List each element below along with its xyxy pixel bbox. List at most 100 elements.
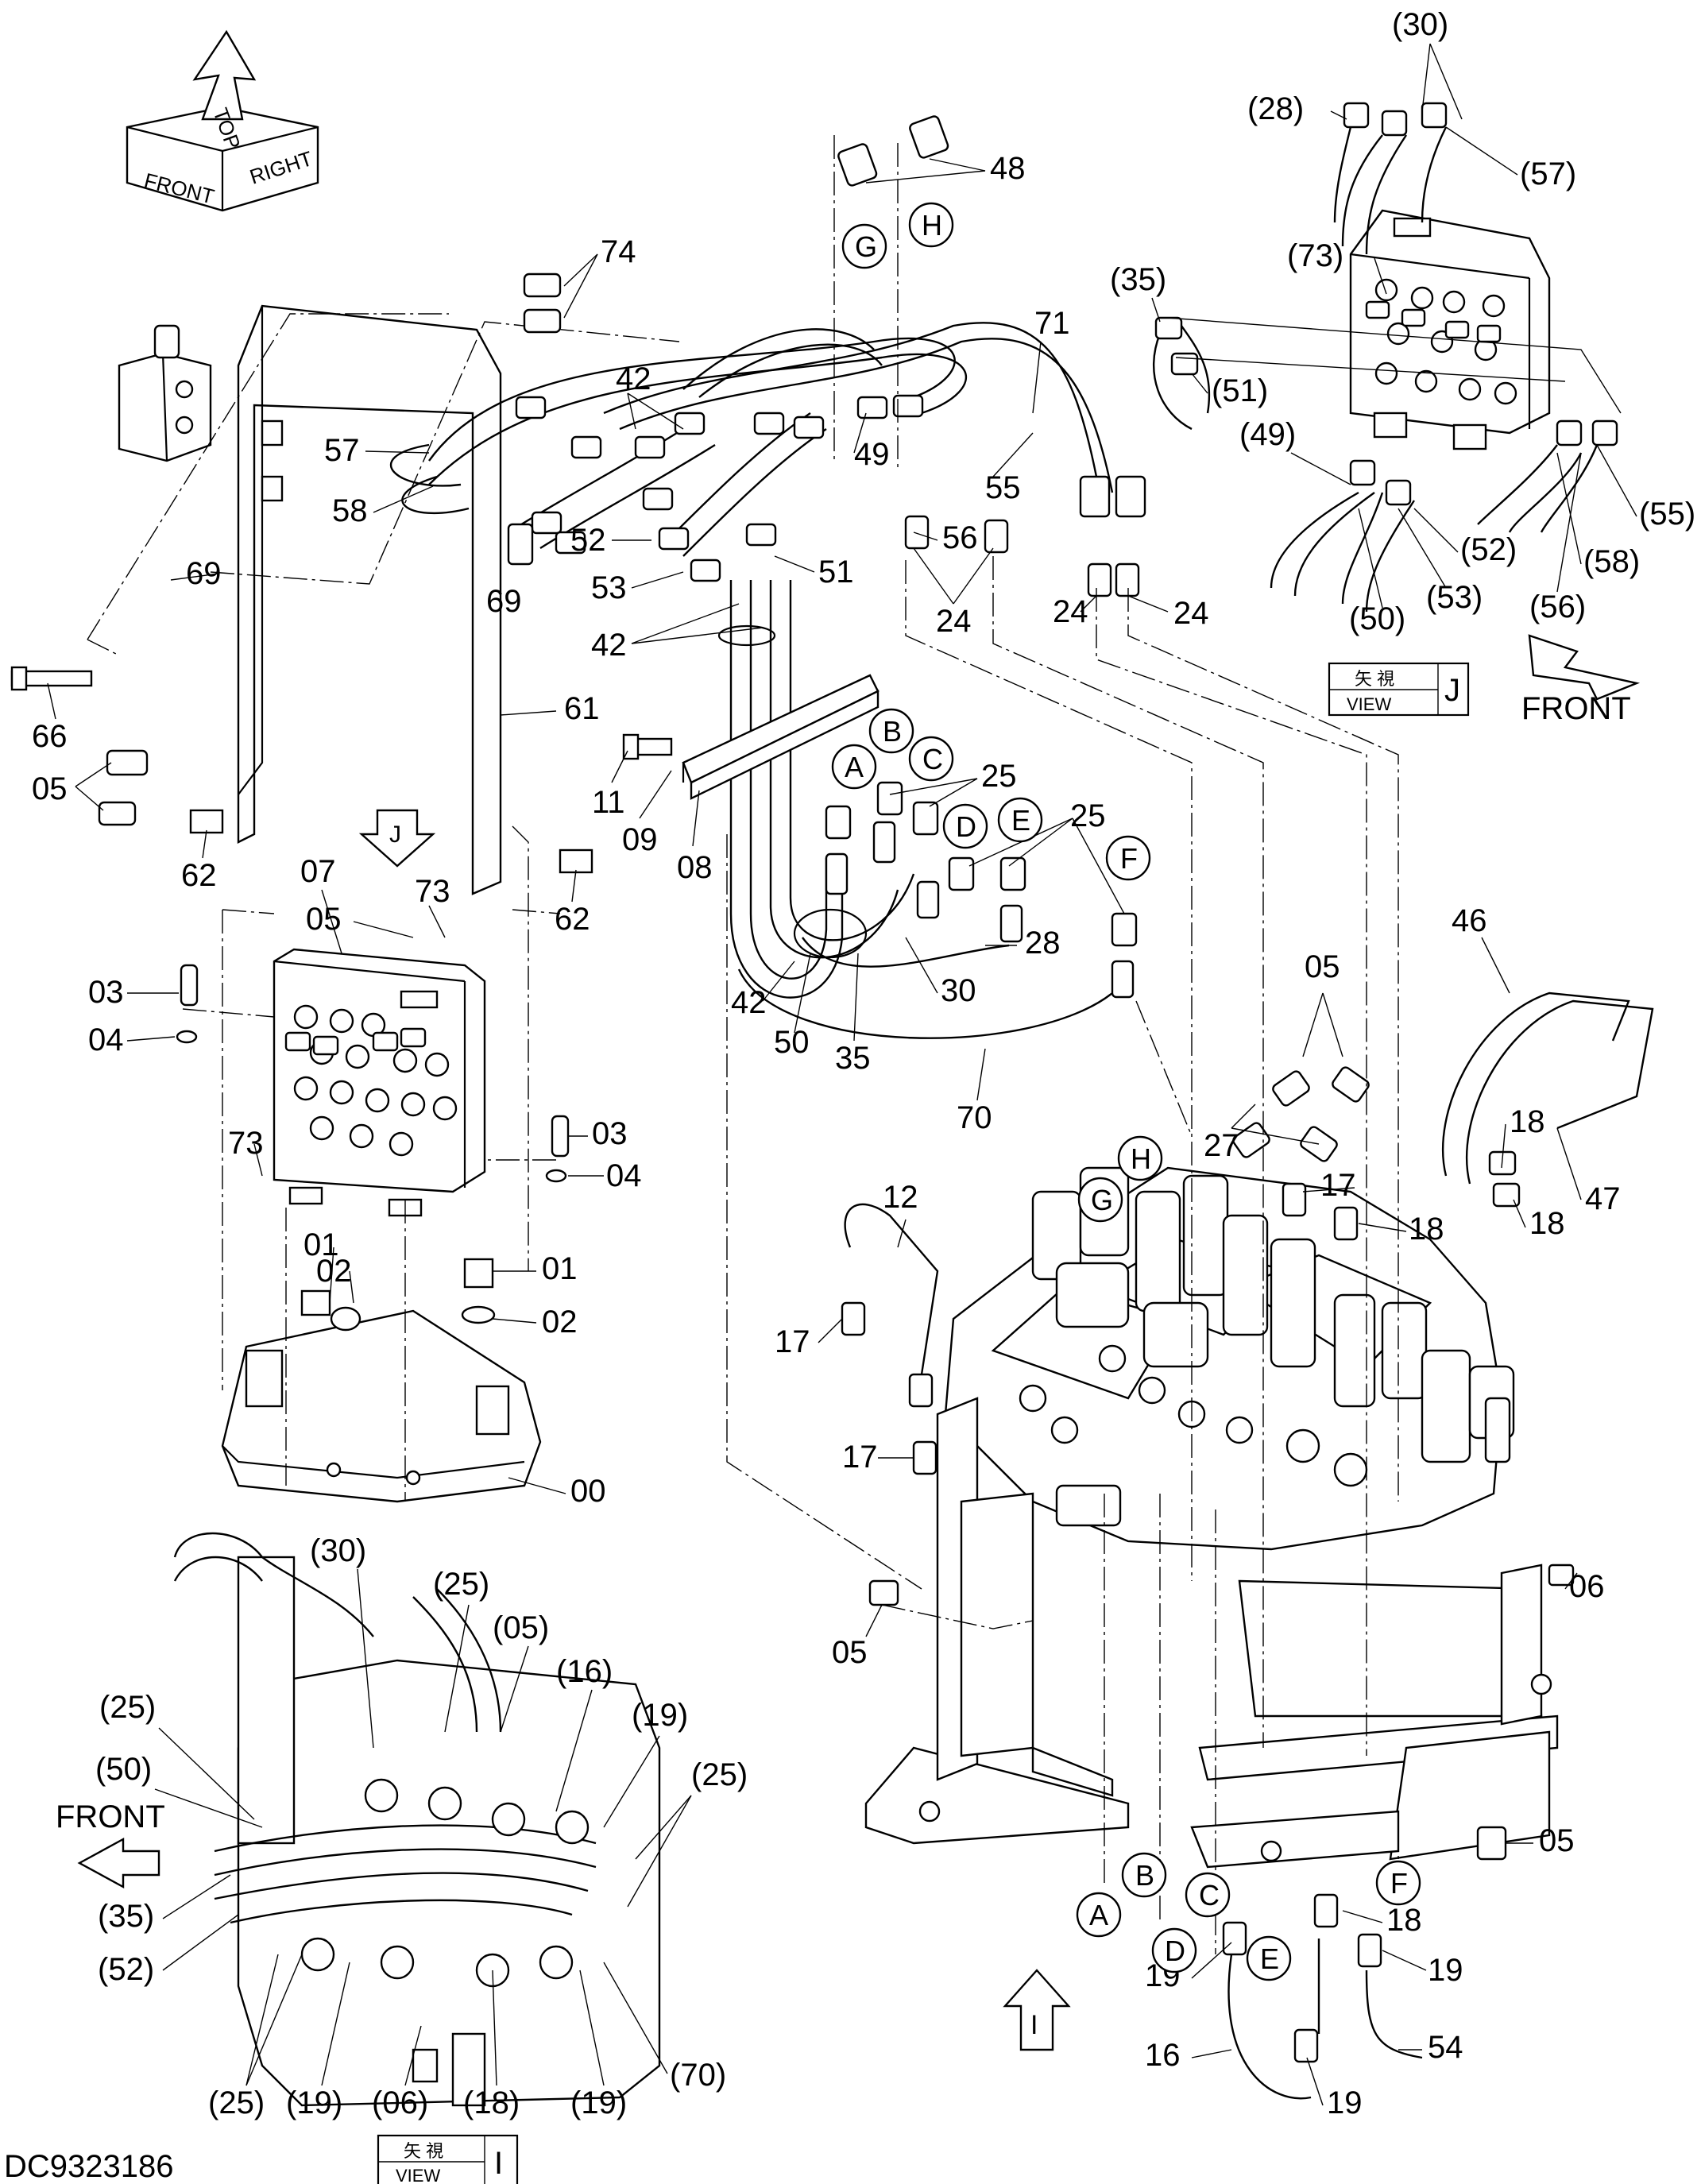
label-30: 30	[941, 973, 976, 1008]
view-j-label-50: (50)	[1349, 601, 1405, 636]
drawing-id: DC9323186	[4, 2149, 174, 2184]
view-i-label-70: (70)	[670, 2058, 726, 2093]
label-71: 71	[1034, 306, 1070, 341]
view-i-label-18: (18)	[463, 2085, 520, 2120]
label-24-b: 24	[1053, 594, 1088, 629]
view-marker-j: J	[358, 809, 436, 868]
label-03-left: 03	[88, 975, 124, 1010]
view-j-label-30: (30)	[1392, 7, 1448, 42]
label-73-bottom: 73	[228, 1126, 264, 1161]
view-i-box-view: VIEW	[396, 2166, 440, 2184]
view-j-box-view: VIEW	[1347, 694, 1391, 714]
pipe-bundle-vertical	[717, 580, 1113, 1039]
view-i-label-35: (35)	[98, 1899, 154, 1934]
view-j-box-letter: J	[1444, 673, 1460, 708]
view-i-box-kanji: 矢 視	[404, 2141, 443, 2161]
fittings-a-f	[825, 781, 1138, 999]
label-17-a: 17	[1320, 1168, 1356, 1203]
view-j-label-57: (57)	[1520, 157, 1576, 191]
view-i-leaders	[154, 1568, 692, 2086]
label-18-c: 18	[1529, 1206, 1565, 1241]
label-19-c: 19	[1327, 2085, 1363, 2120]
view-j-box: 矢 視 VIEW J	[1328, 662, 1470, 717]
label-27: 27	[1204, 1128, 1239, 1163]
label-05-upper-right: 05	[1305, 949, 1340, 984]
hose-bundle-top	[389, 322, 1114, 557]
circled-letters: G H B A C D E F H G A B C D E F	[831, 202, 1421, 1981]
label-07: 07	[300, 854, 336, 889]
view-j-label-73: (73)	[1287, 238, 1343, 273]
label-09: 09	[622, 822, 658, 857]
circle-letter-e-top: E	[1011, 804, 1030, 837]
view-i-label-25-b: (25)	[99, 1690, 156, 1725]
label-04-right: 04	[606, 1158, 642, 1193]
sensor-05-left	[98, 749, 149, 826]
label-35: 35	[835, 1041, 871, 1076]
label-69-mid: 69	[486, 584, 522, 619]
view-i-label-30: (30)	[310, 1533, 366, 1568]
view-j-label-49: (49)	[1239, 417, 1296, 452]
screws-03-04	[176, 964, 570, 1183]
view-j-label-53: (53)	[1426, 580, 1483, 615]
base-bracket-00	[221, 1309, 542, 1503]
view-j-label-52: (52)	[1460, 532, 1517, 567]
label-42-mid: 42	[591, 628, 627, 663]
screws-01-02	[300, 1258, 496, 1332]
bolt-66	[10, 666, 93, 691]
view-i-box-letter: I	[494, 2146, 503, 2181]
label-19-a: 19	[1428, 1953, 1463, 1988]
label-52: 52	[570, 523, 606, 558]
block-valve-69	[118, 324, 212, 462]
circle-letter-h-mid: H	[1131, 1142, 1151, 1175]
label-25-a: 25	[981, 759, 1017, 794]
view-i-label-06: (06)	[372, 2085, 428, 2120]
view-j-label-56: (56)	[1529, 589, 1586, 624]
label-25-b: 25	[1070, 798, 1106, 833]
label-74: 74	[601, 234, 636, 269]
label-16: 16	[1145, 2038, 1181, 2073]
callout-leaders	[47, 158, 1582, 2106]
front-label-view-j: FRONT	[1521, 691, 1631, 726]
label-24-a: 24	[936, 604, 972, 639]
label-28: 28	[1025, 926, 1061, 961]
circle-letter-h-top: H	[922, 209, 942, 242]
control-valve-main	[944, 1166, 1515, 1551]
circle-letter-g-top: G	[855, 230, 877, 263]
view-marker-j-letter: J	[389, 821, 401, 848]
view-i-label-19-a: (19)	[632, 1698, 688, 1733]
mount-frame	[864, 1397, 1575, 1869]
dashed-guides-left	[87, 313, 680, 1502]
label-53: 53	[591, 570, 627, 605]
circle-letter-f-top: F	[1120, 842, 1138, 875]
label-58: 58	[332, 493, 368, 528]
view-j-label-58: (58)	[1583, 544, 1640, 579]
front-label-view-i: FRONT	[56, 1799, 165, 1834]
label-01-right: 01	[542, 1251, 578, 1286]
view-i-label-16: (16)	[556, 1654, 613, 1689]
bolt-11	[622, 733, 673, 760]
label-51: 51	[818, 555, 854, 589]
label-42-low: 42	[731, 985, 767, 1020]
label-57: 57	[324, 433, 360, 468]
label-73-top: 73	[415, 874, 450, 909]
view-j-label-55: (55)	[1639, 497, 1695, 532]
label-18-a: 18	[1510, 1104, 1545, 1139]
label-03-right: 03	[592, 1116, 628, 1151]
label-56: 56	[942, 520, 978, 555]
view-i-drawing	[173, 1532, 661, 2107]
circle-letter-g-mid: G	[1091, 1184, 1113, 1216]
label-50: 50	[774, 1025, 810, 1060]
label-54: 54	[1428, 2030, 1463, 2065]
label-05-lower-right: 05	[1539, 1823, 1575, 1858]
label-61: 61	[564, 691, 600, 726]
label-12: 12	[883, 1180, 918, 1215]
label-08: 08	[677, 850, 713, 885]
label-62-right: 62	[555, 902, 590, 937]
view-i-label-05: (05)	[493, 1610, 549, 1645]
circle-letter-d-bottom: D	[1165, 1935, 1185, 1967]
circle-letter-f-bottom: F	[1390, 1867, 1408, 1900]
label-62-left: 62	[181, 858, 217, 893]
circle-letter-e-bottom: E	[1260, 1942, 1279, 1975]
front-arrow-j: FRONT	[1521, 634, 1641, 726]
